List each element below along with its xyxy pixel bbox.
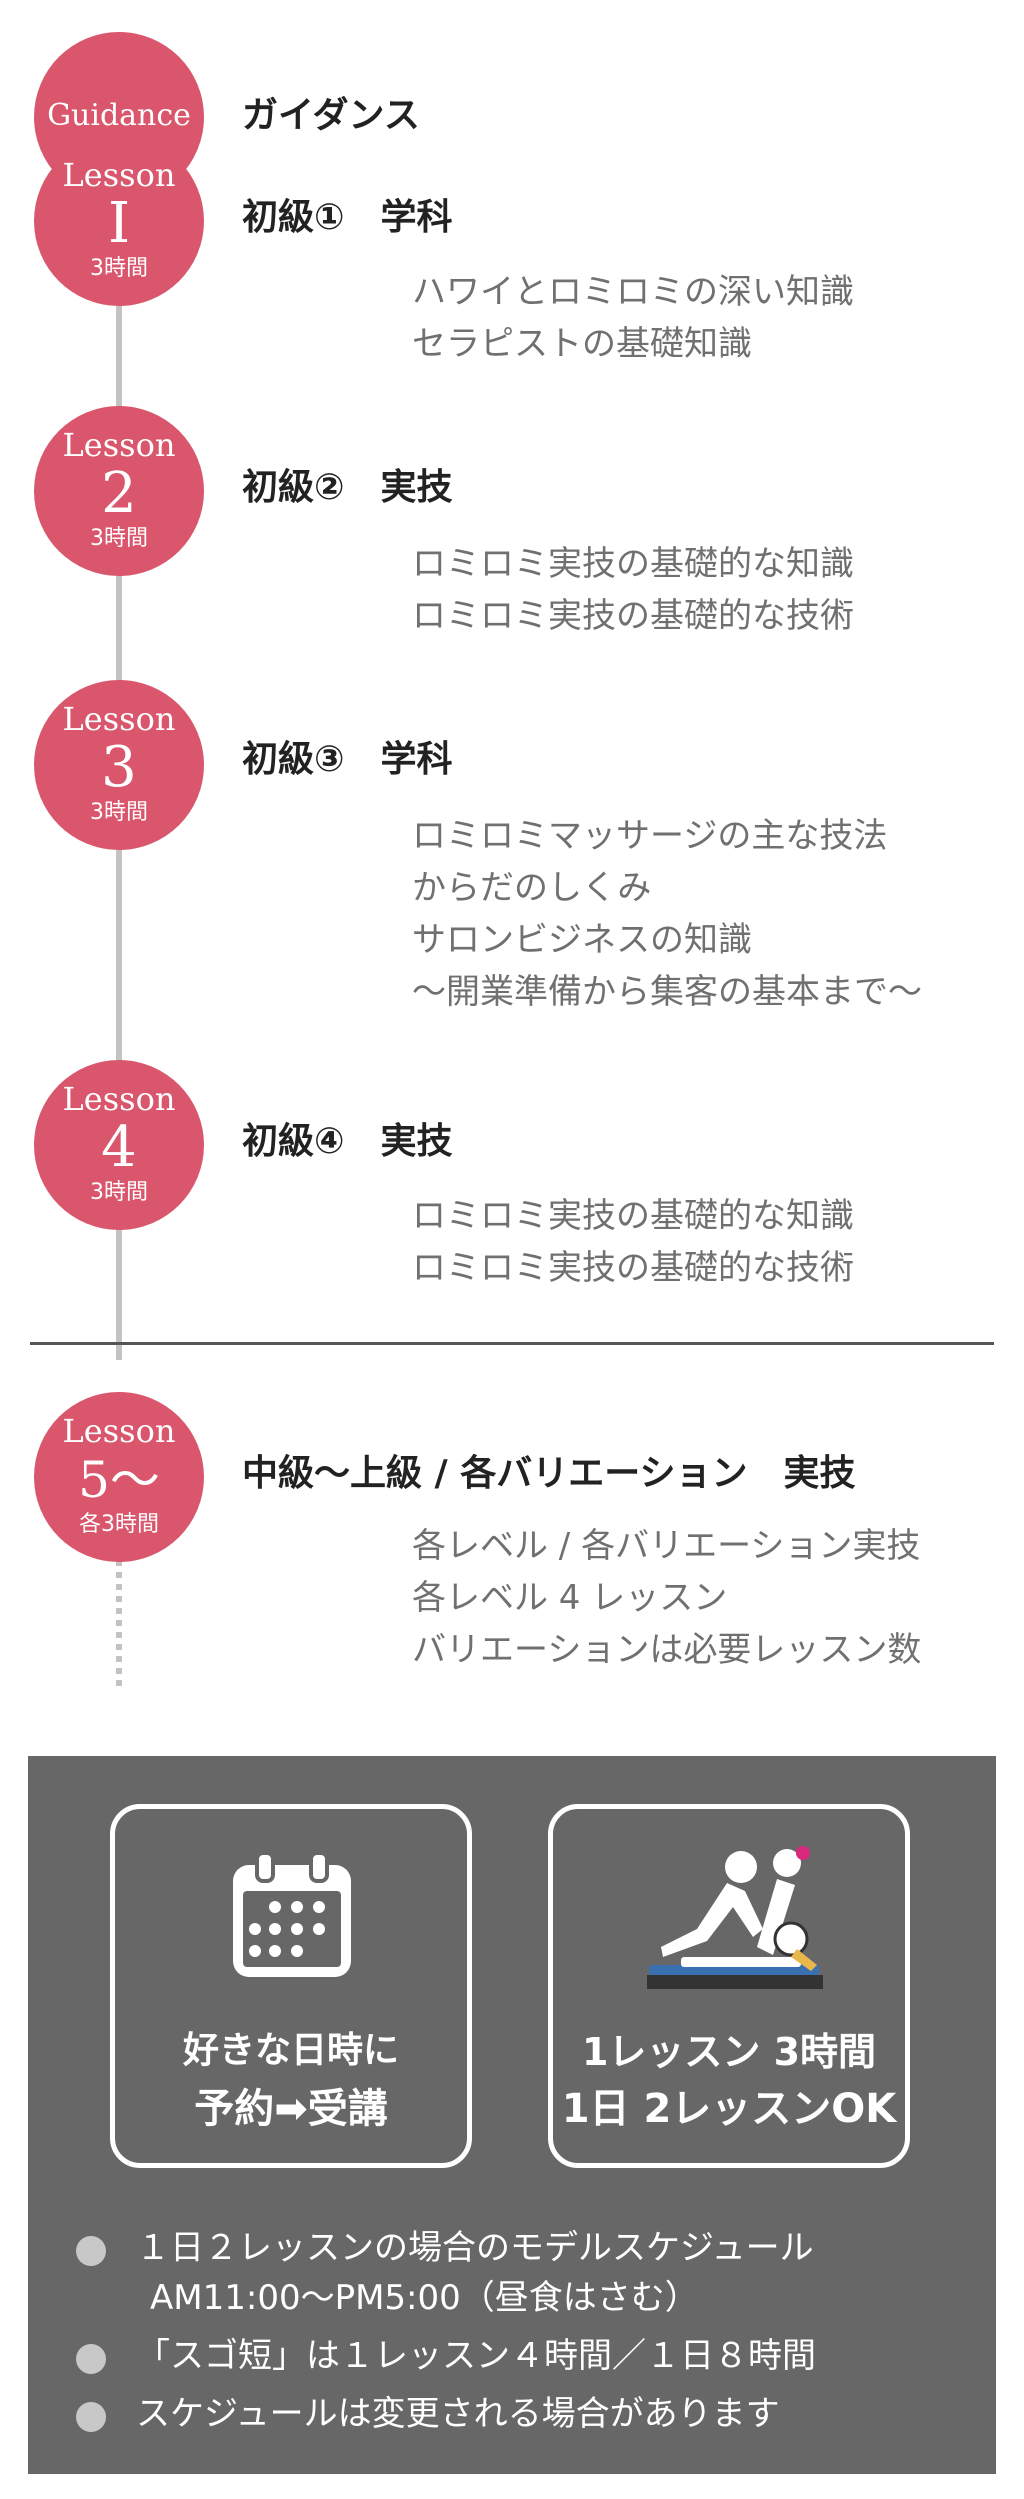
note-text: 「スゴ短」は１レッスン４時間／１日８時間 bbox=[136, 2336, 816, 2376]
booking-card-line2: 予約➡受講 bbox=[194, 2086, 388, 2132]
lesson-5-title: 中級〜上級 / 各バリエーション 実技 bbox=[242, 1453, 856, 1494]
lesson-2-description: ロミロミ実技の基礎的な知識 ロミロミ実技の基礎的な技術 bbox=[412, 538, 854, 642]
lesson-number: 4 bbox=[101, 1115, 137, 1180]
lesson-1-badge: Lesson I 3時間 bbox=[34, 136, 204, 306]
note-text: AM11:00〜PM5:00（昼食はさむ） bbox=[150, 2278, 699, 2318]
lesson-duration-card: 1レッスン 3時間 1日 2レッスンOK bbox=[548, 1804, 910, 2168]
timeline-dotted-line bbox=[116, 1560, 122, 1690]
description-line: 各レベル 4 レッスン bbox=[412, 1578, 728, 1618]
bullet-dot bbox=[76, 2236, 106, 2266]
note-text: １日２レッスンの場合のモデルスケジュール bbox=[136, 2228, 814, 2268]
lesson-2-title: 初級② 実技 bbox=[242, 467, 453, 508]
description-line: ロミロミマッサージの主な技法 bbox=[412, 816, 888, 856]
lesson-2-badge: Lesson 2 3時間 bbox=[34, 406, 204, 576]
booking-card: 好きな日時に 予約➡受講 bbox=[110, 1804, 472, 2168]
info-panel: 好きな日時に 予約➡受講 1レッスン 3時間 1日 2レッスンOK １日２レッス… bbox=[28, 1756, 996, 2474]
lesson-word: Lesson bbox=[62, 156, 176, 194]
lesson-hours: 3時間 bbox=[90, 526, 148, 551]
lesson-3-description: ロミロミマッサージの主な技法 からだのしくみ サロンビジネスの知識 〜開業準備か… bbox=[412, 810, 922, 1018]
massage-icon bbox=[647, 1846, 823, 1989]
lesson-hours: 3時間 bbox=[90, 256, 148, 281]
description-line: バリエーションは必要レッスン数 bbox=[412, 1630, 922, 1670]
description-line: からだのしくみ bbox=[412, 868, 652, 908]
lesson-word: Lesson bbox=[62, 1412, 176, 1450]
section-divider bbox=[30, 1342, 994, 1345]
description-line: ロミロミ実技の基礎的な知識 bbox=[412, 544, 854, 584]
lesson-hours: 3時間 bbox=[90, 1180, 148, 1205]
lesson-3-title: 初級③ 学科 bbox=[242, 739, 453, 780]
description-line: ロミロミ実技の基礎的な技術 bbox=[412, 1248, 854, 1288]
description-line: サロンビジネスの知識 bbox=[412, 920, 752, 960]
description-line: 各レベル / 各バリエーション実技 bbox=[412, 1526, 921, 1566]
lesson-1-description: ハワイとロミロミの深い知識 セラピストの基礎知識 bbox=[412, 266, 854, 370]
lesson-number: I bbox=[107, 191, 131, 256]
bullet-dot bbox=[76, 2402, 106, 2432]
description-line: ロミロミ実技の基礎的な知識 bbox=[412, 1196, 854, 1236]
lesson-5-description: 各レベル / 各バリエーション実技 各レベル 4 レッスン バリエーションは必要… bbox=[412, 1520, 921, 1676]
lesson-hours: 各3時間 bbox=[79, 1512, 159, 1537]
description-line: ロミロミ実技の基礎的な技術 bbox=[412, 596, 854, 636]
lesson-number: 2 bbox=[101, 461, 137, 526]
description-line: ハワイとロミロミの深い知識 bbox=[412, 272, 854, 312]
lesson-word: Lesson bbox=[62, 426, 176, 464]
description-line: 〜開業準備から集客の基本まで〜 bbox=[412, 972, 922, 1012]
guidance-title: ガイダンス bbox=[242, 95, 420, 136]
lesson-3-badge: Lesson 3 3時間 bbox=[34, 680, 204, 850]
duration-card-line2: 1日 2レッスンOK bbox=[561, 2086, 897, 2132]
lesson-4-title: 初級④ 実技 bbox=[242, 1121, 453, 1162]
lesson-5-badge: Lesson 5〜 各3時間 bbox=[34, 1392, 204, 1562]
calendar-icon bbox=[233, 1851, 351, 1977]
lesson-hours: 3時間 bbox=[90, 800, 148, 825]
note-text: スケジュールは変更される場合があります bbox=[136, 2394, 780, 2434]
lesson-word: Lesson bbox=[62, 1080, 176, 1118]
duration-card-line1: 1レッスン 3時間 bbox=[581, 2030, 877, 2074]
lesson-word: Lesson bbox=[62, 700, 176, 738]
guidance-badge-label: Guidance bbox=[47, 98, 191, 133]
bullet-dot bbox=[76, 2344, 106, 2374]
lesson-1-title: 初級① 学科 bbox=[242, 197, 453, 238]
booking-card-line1: 好きな日時に bbox=[182, 2030, 399, 2071]
lesson-4-badge: Lesson 4 3時間 bbox=[34, 1060, 204, 1230]
lesson-number: 3 bbox=[101, 735, 137, 800]
lesson-4-description: ロミロミ実技の基礎的な知識 ロミロミ実技の基礎的な技術 bbox=[412, 1190, 854, 1294]
lesson-number: 5〜 bbox=[78, 1451, 160, 1509]
description-line: セラピストの基礎知識 bbox=[412, 324, 752, 364]
